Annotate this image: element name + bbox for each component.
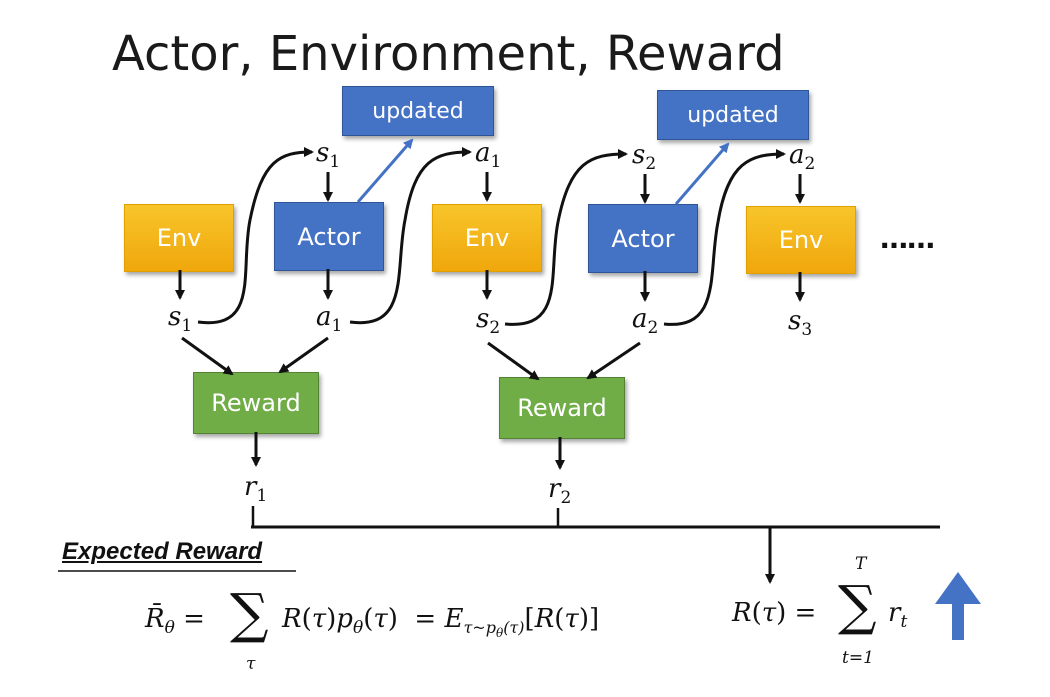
symbol-s2-top: s2 — [632, 140, 657, 175]
formula-right-sum-sub: t=1 — [842, 648, 874, 668]
symbol-s3-bottom: s3 — [788, 306, 813, 341]
symbol-a2-top: a2 — [789, 140, 816, 175]
actor-label: Actor — [611, 224, 675, 253]
formula-left-term: R(τ)pθ(τ) = Eτ~pθ(τ)[R(τ)] — [282, 604, 600, 641]
env-label: Env — [156, 224, 202, 252]
actor-label: Actor — [297, 222, 361, 251]
formula-left-lhs: R̄θ = — [145, 604, 205, 639]
ellipsis: …… — [880, 222, 935, 255]
updated-label: updated — [372, 98, 464, 124]
symbol-s1-top: s1 — [316, 138, 341, 173]
symbol-r2: r2 — [548, 474, 572, 509]
reward-box-1: Reward — [193, 372, 319, 434]
actor-box-2: Actor — [588, 204, 698, 273]
reward-label: Reward — [211, 389, 301, 417]
env-label: Env — [464, 224, 510, 252]
formula-left-sum-sub: τ — [246, 654, 256, 674]
updated-box-2: updated — [657, 90, 809, 140]
env-label: Env — [778, 226, 824, 254]
env-box-2: Env — [432, 204, 542, 272]
symbol-s2-bottom: s2 — [476, 304, 501, 339]
formula-right-lhs: R(τ) = — [732, 598, 817, 628]
formula-right-sum-sup: T — [855, 554, 867, 574]
page-title: Actor, Environment, Reward — [112, 26, 785, 82]
env-box-1: Env — [124, 204, 234, 272]
updated-box-1: updated — [342, 86, 494, 136]
symbol-a1-bottom: a1 — [316, 302, 343, 337]
symbol-a2-bottom: a2 — [632, 304, 659, 339]
reward-label: Reward — [517, 394, 607, 422]
updated-label: updated — [687, 102, 779, 128]
formula-left-sigma: ∑ — [230, 582, 269, 645]
symbol-s1-bottom: s1 — [168, 302, 193, 337]
symbol-a1-top: a1 — [475, 138, 502, 173]
up-arrow-icon — [935, 572, 981, 640]
env-box-3: Env — [746, 206, 856, 274]
symbol-r1: r1 — [244, 472, 268, 507]
formula-right-term: rt — [888, 598, 908, 633]
actor-box-1: Actor — [274, 202, 384, 271]
expected-reward-label: Expected Reward — [62, 538, 263, 565]
formula-right-sigma: ∑ — [838, 574, 877, 637]
reward-box-2: Reward — [499, 377, 625, 439]
